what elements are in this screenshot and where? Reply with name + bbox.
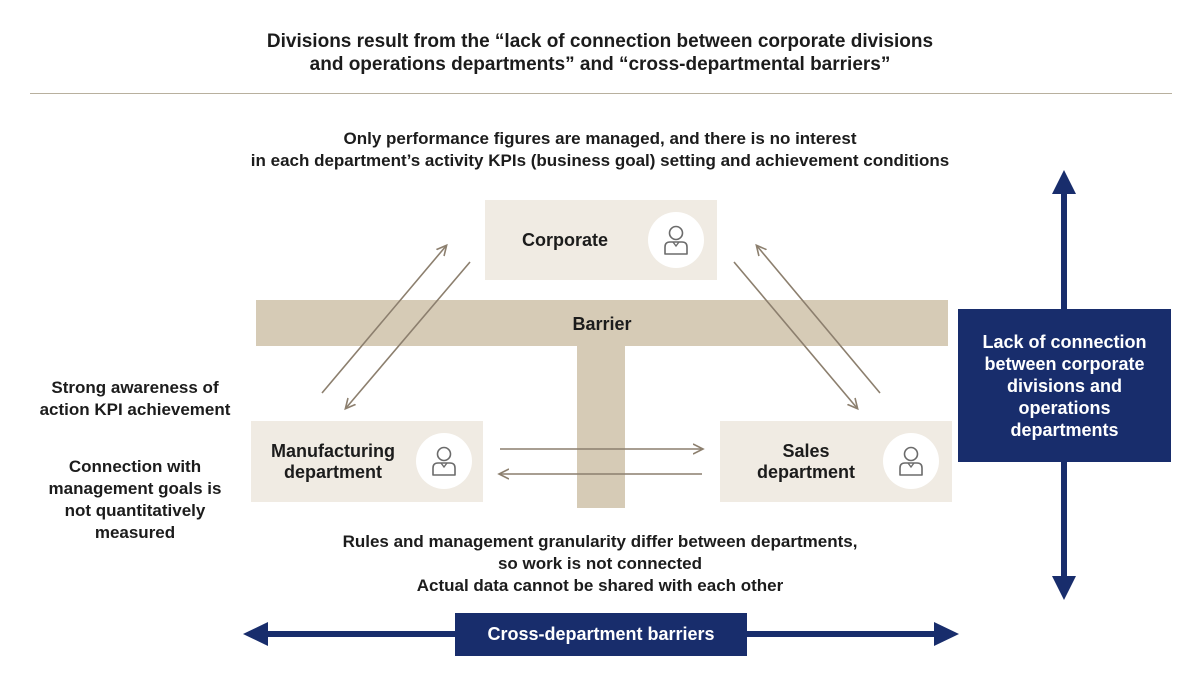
title-line-2: and operations departments” and “cross-d…	[309, 54, 891, 75]
vertical-label-line-4: operations	[1018, 398, 1111, 418]
left-note-kpi-line-2: action KPI achievement	[39, 400, 231, 419]
corporate-label: Corporate	[521, 230, 608, 250]
vertical-label-line-5: departments	[1010, 420, 1119, 440]
barrier-vertical	[577, 346, 625, 508]
left-note-goals-line-2: management goals is	[48, 479, 222, 498]
person-icon	[648, 212, 704, 268]
lack-of-connection-label: Lack of connection between corporate div…	[958, 309, 1171, 462]
barrier-label: Barrier	[572, 314, 632, 334]
left-note-goals: Connection with management goals is not …	[20, 456, 250, 544]
vertical-label-line-3: divisions and	[1006, 376, 1123, 396]
left-note-goals-line-1: Connection with	[68, 457, 202, 476]
bottom-note-line-3: Actual data cannot be shared with each o…	[416, 576, 784, 595]
arrow-manufacturing-to-corporate	[321, 246, 446, 394]
left-note-goals-line-3: not quantitatively	[64, 501, 206, 520]
top-note-line-2: in each department’s activity KPIs (busi…	[250, 151, 950, 170]
barrier-horizontal	[256, 300, 948, 346]
top-note-line-1: Only performance figures are managed, an…	[343, 129, 857, 148]
top-note: Only performance figures are managed, an…	[100, 128, 1100, 172]
sales-box: Sales department	[720, 421, 952, 502]
person-icon	[416, 433, 472, 489]
vertical-arrow-head-down	[1052, 576, 1076, 600]
person-icon	[883, 433, 939, 489]
horizontal-arrow-head-right	[934, 622, 959, 646]
arrow-corporate-to-manufacturing	[346, 261, 471, 408]
vertical-arrow-head-up	[1052, 170, 1076, 194]
bottom-note-line-2: so work is not connected	[497, 554, 703, 573]
title-divider	[30, 93, 1172, 94]
bottom-note: Rules and management granularity differ …	[250, 531, 950, 597]
diagram-title: Divisions result from the “lack of conne…	[100, 30, 1100, 76]
left-note-goals-line-4: measured	[94, 523, 176, 542]
sales-label-line-1: Sales	[782, 441, 830, 461]
title-line-1: Divisions result from the “lack of conne…	[266, 31, 934, 52]
sales-label: Sales department	[736, 441, 876, 483]
corporate-box: Corporate	[485, 200, 717, 280]
arrow-sales-to-corporate	[757, 246, 881, 394]
vertical-label-line-1: Lack of connection	[982, 332, 1147, 352]
left-note-kpi: Strong awareness of action KPI achieveme…	[20, 377, 250, 421]
manufacturing-box: Manufacturing department	[251, 421, 483, 502]
sales-label-line-2: department	[756, 462, 855, 482]
vertical-label-line-2: between corporate	[984, 354, 1145, 374]
manufacturing-label-line-2: department	[283, 462, 382, 482]
left-note-kpi-line-1: Strong awareness of	[51, 378, 219, 397]
horizontal-arrow-head-left	[243, 622, 268, 646]
cross-department-barriers-label: Cross-department barriers	[455, 613, 747, 656]
manufacturing-label-line-1: Manufacturing	[271, 441, 395, 461]
manufacturing-label: Manufacturing department	[259, 441, 407, 483]
bottom-note-line-1: Rules and management granularity differ …	[342, 532, 858, 551]
arrow-corporate-to-sales	[733, 261, 857, 408]
